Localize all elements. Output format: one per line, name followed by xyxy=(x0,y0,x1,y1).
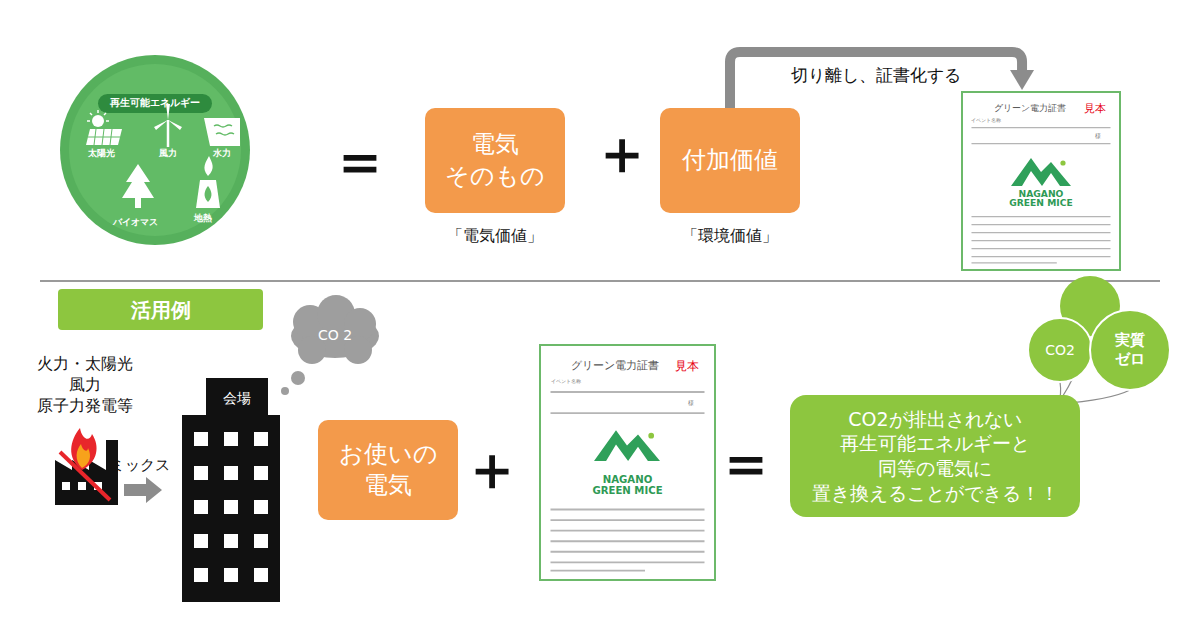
node-text: 地熱 xyxy=(194,212,212,225)
label-box: お使いの 電気 xyxy=(318,420,458,520)
shape-label: 実質 ゼロ xyxy=(1096,316,1164,384)
node-text: 太陽光 xyxy=(88,147,115,160)
free-label: 「電気価値」 xyxy=(447,226,543,247)
node-text: 実質 ゼロ xyxy=(1108,331,1152,370)
label-box: 電気 そのもの xyxy=(425,108,565,213)
arrow-head xyxy=(1010,70,1034,90)
free-label: ＝ xyxy=(330,130,390,190)
node-text: 電気 そのもの xyxy=(445,129,545,191)
free-label: ＝ xyxy=(716,432,776,492)
node-text: イベント名称 xyxy=(551,378,581,384)
energy-icons xyxy=(86,104,240,208)
factory-icon xyxy=(55,428,118,505)
node-text: 様 xyxy=(1095,131,1101,140)
text-block: 活用例 xyxy=(131,297,191,323)
shape-label: CO2 xyxy=(1034,326,1086,374)
node-text: 見本 xyxy=(675,358,699,375)
text-block: 実質 ゼロ xyxy=(1108,331,1152,370)
text-block: CO2が排出されない 再生可能エネルギーと 同等の電気に 置き換えることができる… xyxy=(804,407,1066,506)
building-icon xyxy=(182,378,280,602)
certificate-lines xyxy=(971,128,1110,263)
title-banner xyxy=(98,94,212,113)
label-box: CO2が排出されない 再生可能エネルギーと 同等の電気に 置き換えることができる… xyxy=(790,395,1080,517)
shape-label: 会場 xyxy=(206,380,268,416)
node-text: CO2が排出されない 再生可能エネルギーと 同等の電気に 置き換えることができる… xyxy=(804,407,1066,506)
certificate-paper xyxy=(962,92,1120,270)
free-label: ミックス xyxy=(110,456,170,476)
shape-label: CO 2 xyxy=(290,314,380,356)
thought-cloud xyxy=(281,295,379,395)
node-text: イベント名称 xyxy=(971,117,1001,123)
node-text: 活用例 xyxy=(131,297,191,323)
text-block: CO 2 xyxy=(318,326,352,344)
text-block: お使いの 電気 xyxy=(338,439,438,501)
text-block: 電気 そのもの xyxy=(445,129,545,191)
energy-circle xyxy=(60,55,250,245)
node-text: 会場 xyxy=(223,389,251,407)
energy-inner xyxy=(69,64,241,236)
edge-label: 切り離し、証書化する xyxy=(791,64,961,87)
node-text: グリーン電力証書 xyxy=(571,359,659,373)
node-text: 再生可能エネルギー xyxy=(110,96,200,110)
text-block: CO2 xyxy=(1045,341,1075,359)
mix-arrow xyxy=(124,477,162,503)
node-text: 様 xyxy=(688,398,694,407)
node-text: 付加価値 xyxy=(675,145,785,176)
node-text: お使いの 電気 xyxy=(338,439,438,501)
connector xyxy=(730,52,1034,108)
certificate-logo xyxy=(1011,158,1071,186)
free-label: 「環境価値」 xyxy=(682,226,778,247)
certificate: グリーン電力証書 見本イベント名称様 NAGANO GREEN MICE xyxy=(540,345,715,580)
divider xyxy=(40,280,1160,282)
certificate: グリーン電力証書 見本イベント名称様 NAGANO GREEN MICE xyxy=(962,92,1120,270)
node-text: バイオマス xyxy=(113,216,158,229)
shape-label: 再生可能エネルギー太陽光 風力 水力バイオマス 地熱 xyxy=(60,55,250,245)
label-box: 付加価値 xyxy=(660,108,800,213)
node-text: NAGANO GREEN MICE xyxy=(589,475,665,496)
certificate-logo xyxy=(594,430,660,461)
label-box: 活用例 xyxy=(58,289,263,330)
node-text: 風力 xyxy=(159,147,177,160)
node-text: NAGANO GREEN MICE xyxy=(1007,189,1076,208)
certificate-paper xyxy=(540,345,715,580)
balloons xyxy=(1028,276,1170,404)
text-block: 会場 xyxy=(223,389,251,407)
node-text: 水力 xyxy=(213,147,231,160)
text-block: 付加価値 xyxy=(675,145,785,176)
certificate-lines xyxy=(551,392,705,571)
node-text: グリーン電力証書 xyxy=(994,102,1066,115)
free-label: ＋ xyxy=(592,122,652,182)
free-label: 火力・太陽光 風力 原子力発電等 xyxy=(29,354,141,416)
connector-line xyxy=(730,52,1022,108)
node-text: CO 2 xyxy=(318,326,352,344)
node-text: 見本 xyxy=(1084,101,1106,116)
free-label: ＋ xyxy=(462,438,522,498)
node-text: CO2 xyxy=(1045,341,1075,359)
